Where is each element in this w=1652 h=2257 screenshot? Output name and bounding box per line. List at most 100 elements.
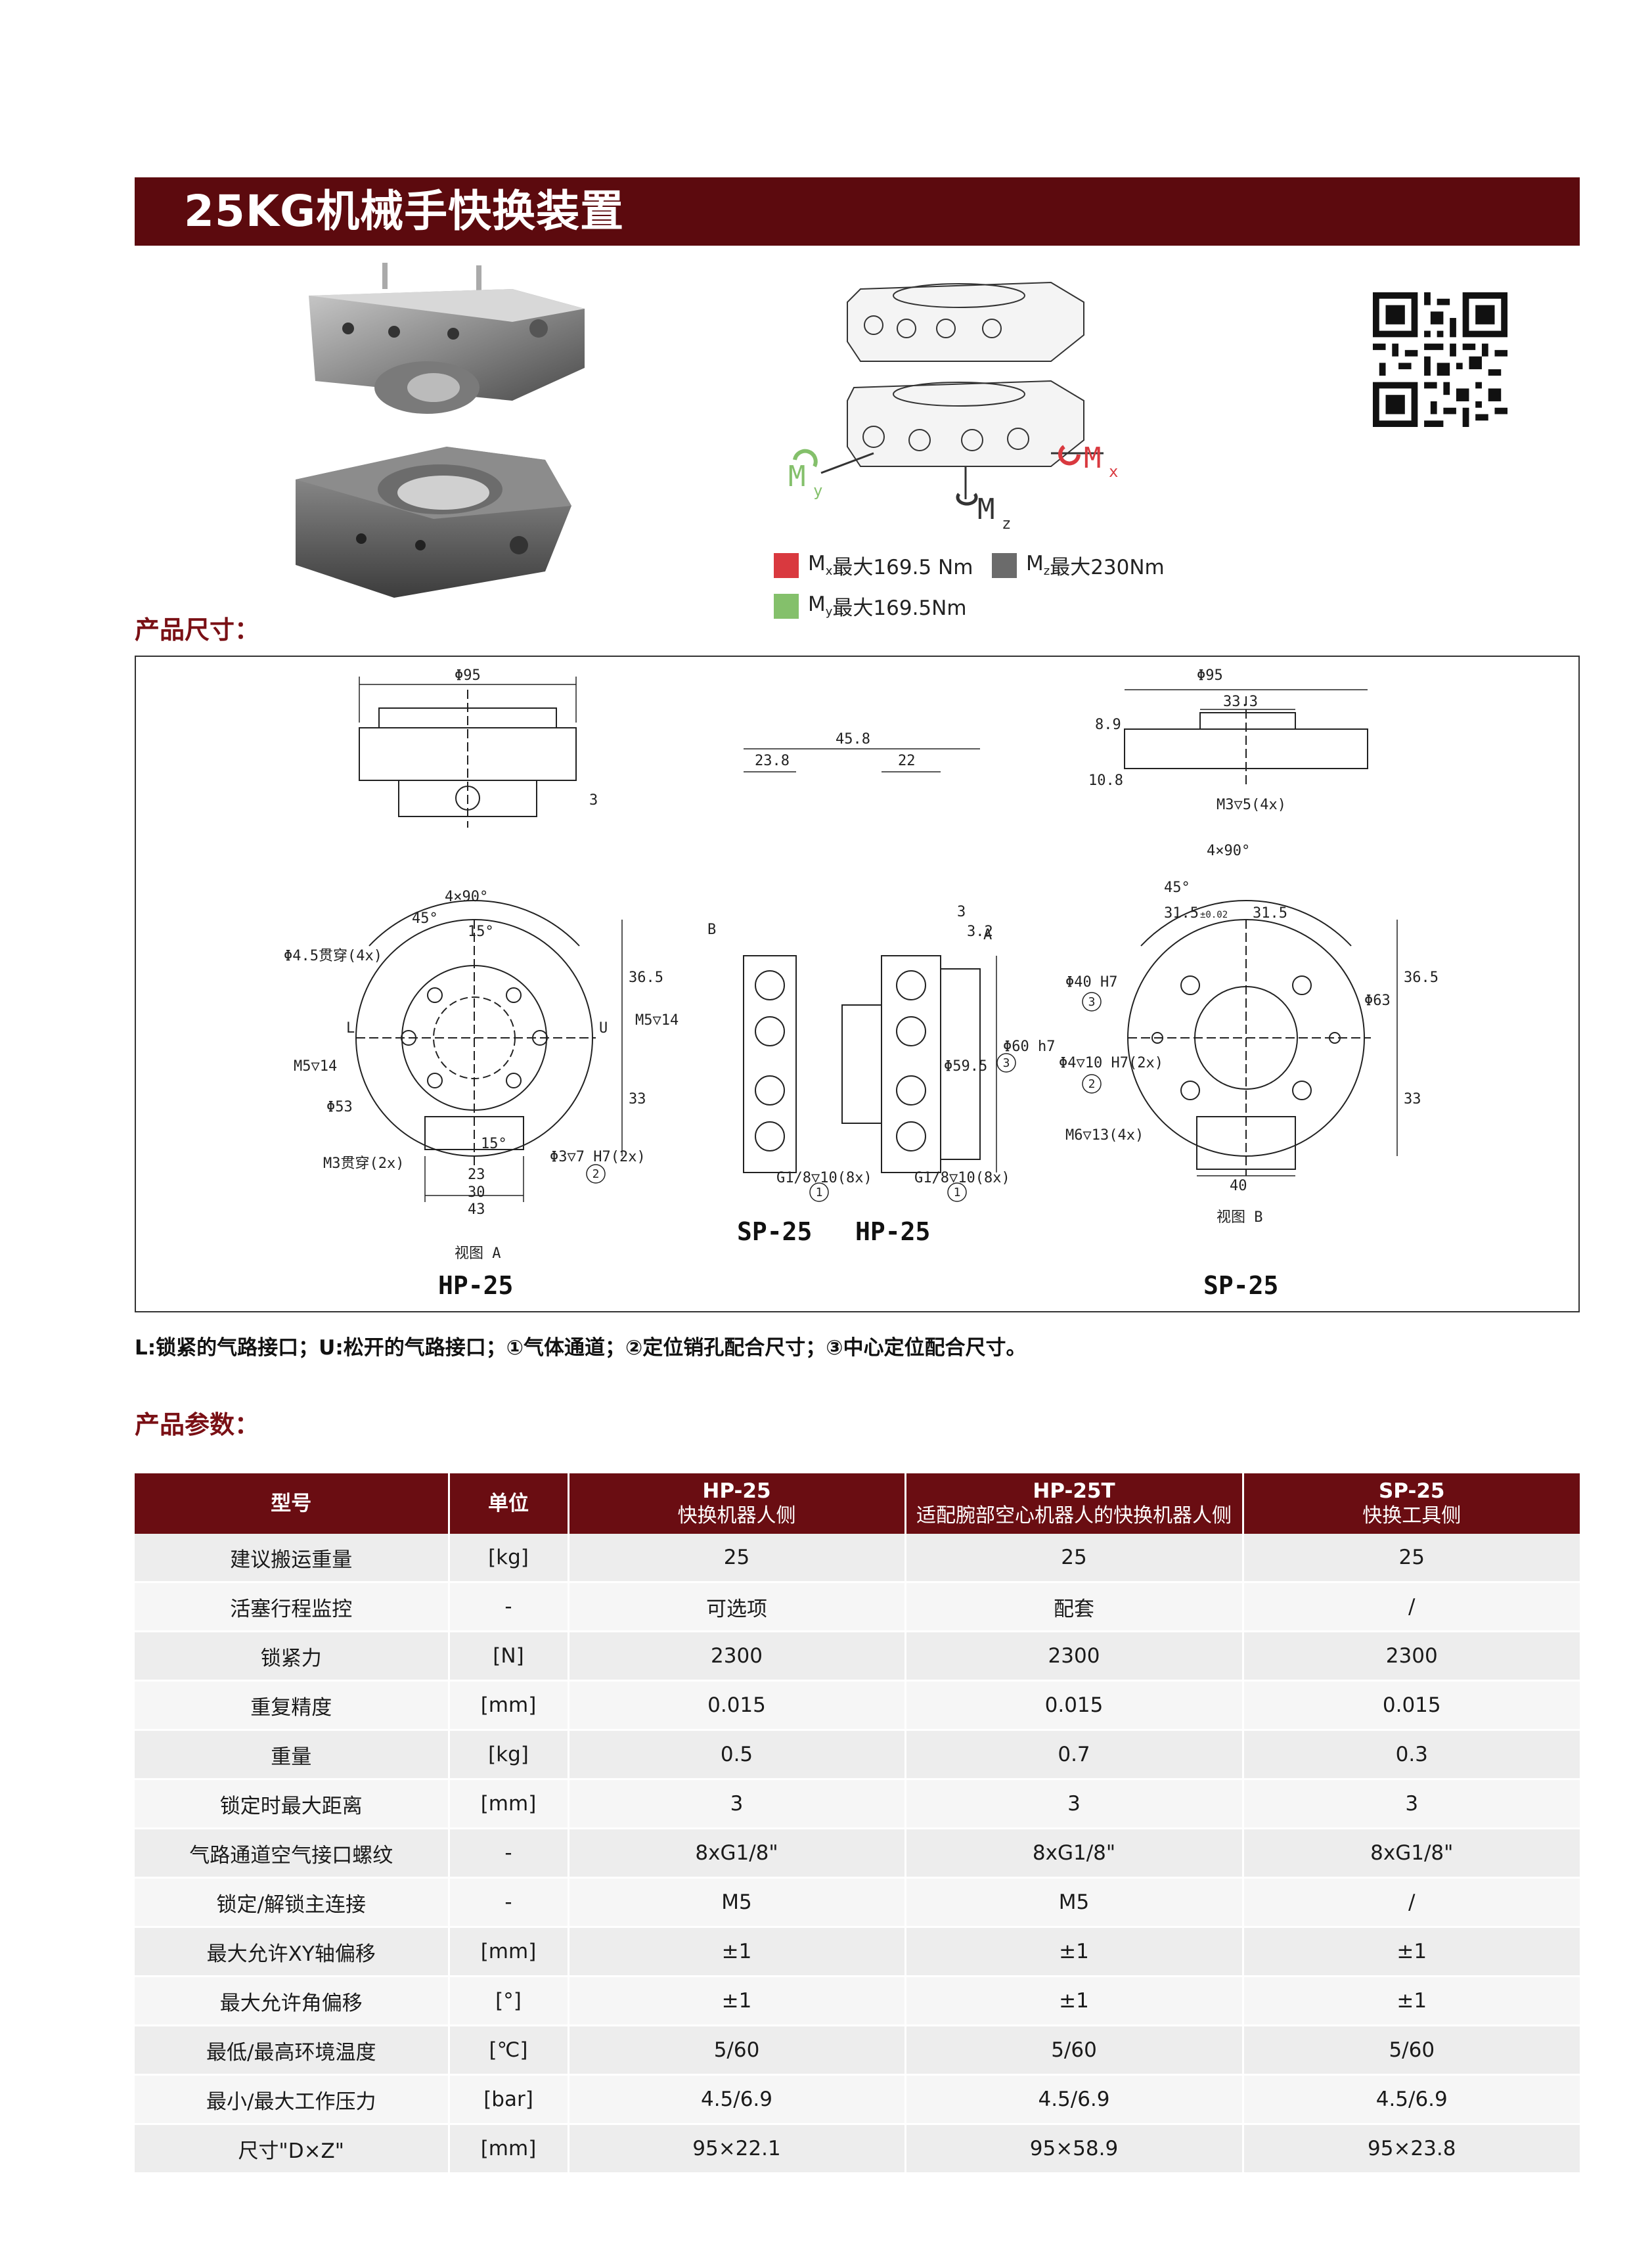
cell-unit: [bar] (449, 2074, 569, 2125)
cell-hp25: 可选项 (568, 1582, 906, 1632)
cell-unit: [mm] (449, 2124, 569, 2174)
d36-5: 36.5 (629, 970, 663, 986)
cell-sp25: 95×23.8 (1243, 2124, 1580, 2174)
table-row: 气路通道空气接口螺纹-8xG1/8"8xG1/8"8xG1/8" (135, 1828, 1580, 1879)
cell-param: 建议搬运重量 (135, 1534, 450, 1583)
m3-5: M3▽5(4x) (1217, 797, 1286, 813)
m5-14-left: M5▽14 (294, 1058, 337, 1075)
angle-15: 15° (468, 924, 494, 940)
legend-mz: Mz最大230Nm (992, 550, 1165, 580)
dim-95-b: Φ95 (1197, 667, 1223, 684)
d40: 40 (1230, 1178, 1247, 1194)
view-b-label: 视图 B (1217, 1209, 1263, 1226)
cell-unit: [kg] (449, 1730, 569, 1780)
cell-hp25t: 0.015 (905, 1680, 1244, 1731)
circle-2-b: 2 (1088, 1077, 1096, 1091)
cell-param: 尺寸"D×Z" (135, 2124, 450, 2174)
legend-my: My最大169.5Nm (774, 591, 967, 621)
angle-15-b: 15° (481, 1136, 507, 1152)
view-a-label: 视图 A (455, 1245, 501, 1262)
cell-param: 锁紧力 (135, 1631, 450, 1682)
cell-hp25: ±1 (568, 1976, 906, 2026)
mx-axis-sub: x (1109, 462, 1118, 481)
cell-sp25: 3 (1243, 1779, 1580, 1829)
circle-2: 2 (592, 1167, 600, 1181)
d31-5-left: 31.5 (1164, 905, 1199, 922)
d3-2: 3.2 (967, 924, 993, 940)
cell-hp25t: M5 (905, 1877, 1244, 1928)
cell-unit: [mm] (449, 1779, 569, 1829)
g18-right: G1/8▽10(8x) (914, 1170, 1010, 1186)
cell-hp25: 8xG1/8" (568, 1828, 906, 1879)
cell-unit: [mm] (449, 1927, 569, 1977)
dim-3: 3 (589, 792, 598, 809)
cell-param: 气路通道空气接口螺纹 (135, 1828, 450, 1879)
d23: 23 (468, 1167, 485, 1183)
moment-diagram: M y M x M z (788, 281, 1118, 533)
cell-unit: [°] (449, 1976, 569, 2026)
dim-33-3: 33.3 (1223, 694, 1258, 710)
cell-hp25: 4.5/6.9 (568, 2074, 906, 2125)
d60-h7: Φ60 h7 (1003, 1039, 1055, 1055)
table-row: 活塞行程监控-可选项配套/ (135, 1582, 1580, 1632)
hp25-mid-label: HP-25 (855, 1217, 930, 1246)
cell-hp25t: 5/60 (905, 2025, 1244, 2076)
my-axis-sub: y (813, 481, 822, 500)
d33-b: 33 (1404, 1091, 1421, 1107)
cell-param: 锁定时最大距离 (135, 1779, 450, 1829)
sp25-label: SP-25 (1203, 1271, 1278, 1300)
cell-unit: - (449, 1877, 569, 1928)
d33: 33 (629, 1091, 646, 1107)
cell-hp25t: 配套 (905, 1582, 1244, 1632)
cell-hp25t: 2300 (905, 1631, 1244, 1682)
cell-param: 重复精度 (135, 1680, 450, 1731)
technical-drawing: Φ95 3 4×90° 45° 15° Φ4.5贯穿(4x) L U M5▽14… (284, 667, 1439, 1300)
cell-param: 最大允许XY轴偏移 (135, 1927, 450, 1977)
cell-sp25: ±1 (1243, 1976, 1580, 2026)
dim-8-9: 8.9 (1095, 717, 1121, 733)
label-u: U (599, 1020, 608, 1037)
g18-left: G1/8▽10(8x) (776, 1170, 872, 1186)
cell-sp25: 25 (1243, 1534, 1580, 1583)
d63: Φ63 (1364, 993, 1391, 1009)
dim-10-8: 10.8 (1088, 772, 1123, 789)
label-l: L (346, 1020, 355, 1037)
label-a: A (983, 927, 992, 943)
cell-param: 最低/最高环境温度 (135, 2025, 450, 2076)
circle-3-b: 3 (1088, 995, 1096, 1009)
d30: 30 (468, 1184, 485, 1201)
product-photo (296, 263, 585, 598)
cell-hp25t: 95×58.9 (905, 2124, 1244, 2174)
cell-param: 最小/最大工作压力 (135, 2074, 450, 2125)
table-row: 最大允许角偏移[°]±1±1±1 (135, 1976, 1580, 2026)
cell-hp25t: 0.7 (905, 1730, 1244, 1780)
mz-axis-sub: z (1002, 514, 1011, 533)
cell-hp25: 5/60 (568, 2025, 906, 2076)
my-label: 最大169.5Nm (832, 596, 967, 620)
cell-param: 重量 (135, 1730, 450, 1780)
cell-sp25: 8xG1/8" (1243, 1828, 1580, 1879)
header-model: 型号 (135, 1473, 450, 1534)
sp25-mid-label: SP-25 (737, 1217, 812, 1246)
cell-hp25t: 4.5/6.9 (905, 2074, 1244, 2125)
d22: 22 (898, 753, 916, 769)
cell-hp25t: ±1 (905, 1927, 1244, 1977)
d36-5-b: 36.5 (1404, 970, 1439, 986)
cell-param: 锁定/解锁主连接 (135, 1877, 450, 1928)
cell-sp25: / (1243, 1582, 1580, 1632)
circle-3: 3 (1003, 1056, 1010, 1070)
angle-4x90: 4×90° (445, 889, 488, 905)
page-title: 25KG机械手快换装置 (184, 186, 625, 236)
d40-h7: Φ40 H7 (1065, 974, 1117, 991)
cell-unit: [mm] (449, 1680, 569, 1731)
cell-sp25: 0.015 (1243, 1680, 1580, 1731)
qr-code[interactable] (1373, 292, 1507, 427)
m6-13: M6▽13(4x) (1065, 1127, 1144, 1144)
